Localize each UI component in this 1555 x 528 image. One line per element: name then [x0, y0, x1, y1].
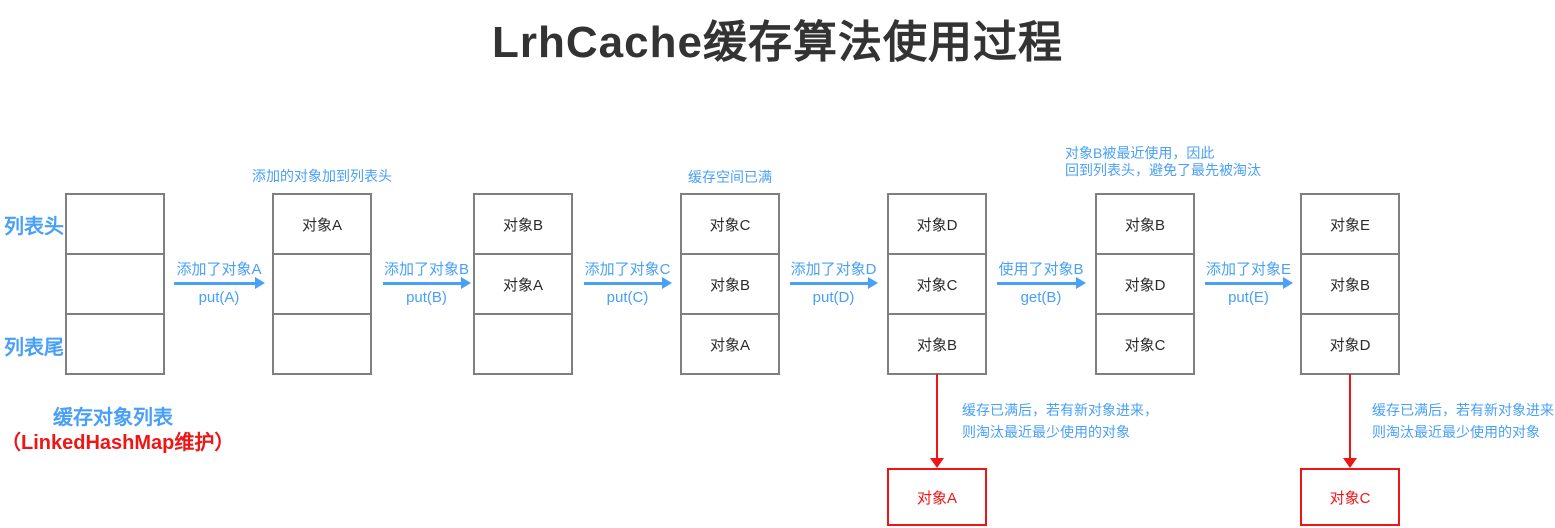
evict-arrow-2 — [1343, 374, 1357, 468]
evict-note-line1: 缓存已满后，若有新对象进来， — [1372, 402, 1555, 418]
evicted-object-label: 对象C — [1329, 489, 1371, 507]
arrow-action-label: 使用了对象B — [998, 261, 1084, 278]
arrow-method-label: put(C) — [606, 289, 649, 306]
step-arrow-put-c: 添加了对象C put(C) — [584, 261, 672, 306]
evicted-object-box-1: 对象A — [887, 468, 987, 526]
cache-cell: 对象D — [916, 216, 958, 234]
arrow-method-label: get(B) — [1020, 289, 1062, 306]
evict-note-line2: 则淘汰最近最少使用的对象 — [1372, 424, 1540, 440]
cache-cell: 对象C — [1097, 313, 1193, 373]
list-tail-label: 列表尾 — [4, 337, 64, 359]
cache-cell — [475, 313, 571, 373]
right-arrow-head-icon — [1076, 277, 1086, 289]
cache-column-3: 对象B 对象A — [473, 193, 573, 375]
arrow-action-label: 添加了对象E — [1205, 261, 1291, 278]
cache-cell: 对象A — [301, 216, 342, 234]
cache-column-5: 对象D 对象C 对象B — [887, 193, 987, 375]
evict-arrow-1 — [930, 374, 944, 468]
cache-cell: 对象B — [682, 253, 778, 313]
down-arrow-head-icon — [930, 458, 944, 468]
cache-cell: 对象C — [709, 216, 751, 234]
right-arrow-head-icon — [868, 277, 878, 289]
list-head-label: 列表头 — [4, 216, 64, 238]
step-arrow-put-b: 添加了对象B put(B) — [383, 261, 471, 306]
cache-cell — [274, 253, 370, 313]
page-title: LrhCache缓存算法使用过程 — [492, 18, 1063, 67]
step-arrow-get-b: 使用了对象B get(B) — [997, 261, 1086, 306]
right-arrow-line — [383, 277, 471, 289]
arrow-action-label: 添加了对象D — [790, 261, 877, 278]
step-arrow-put-d: 添加了对象D put(D) — [790, 261, 878, 306]
evict-note-line2: 则淘汰最近最少使用的对象 — [962, 424, 1130, 440]
right-arrow-head-icon — [255, 277, 265, 289]
cache-column-4: 对象C 对象B 对象A — [680, 193, 780, 375]
arrow-method-label: put(D) — [812, 289, 855, 306]
note-add-to-head: 添加的对象加到列表头 — [252, 168, 392, 184]
cache-cell: 对象E — [1329, 216, 1370, 234]
arrow-action-label: 添加了对象A — [176, 261, 262, 278]
cache-cell: 对象A — [682, 313, 778, 373]
arrow-method-label: put(A) — [198, 289, 240, 306]
cache-cell — [274, 313, 370, 373]
cache-cell: 对象B — [889, 313, 985, 373]
note-recent-use-line2: 回到列表头，避免了最先被淘汰 — [1065, 162, 1261, 178]
note-cache-full: 缓存空间已满 — [688, 169, 772, 185]
evict-note-1: 缓存已满后，若有新对象进来， 则淘汰最近最少使用的对象 — [962, 399, 1158, 443]
cache-cell — [67, 195, 163, 253]
right-arrow-line — [584, 277, 672, 289]
down-arrow-head-icon — [1343, 458, 1357, 468]
cache-cell: 对象A — [475, 253, 571, 313]
cache-cell: 对象B — [502, 216, 543, 234]
cache-list-subcaption: （LinkedHashMap维护） — [1, 432, 235, 454]
step-arrow-put-e: 添加了对象E put(E) — [1205, 261, 1293, 306]
cache-cell — [67, 313, 163, 373]
evict-note-2: 缓存已满后，若有新对象进来， 则淘汰最近最少使用的对象 — [1372, 399, 1555, 443]
arrow-action-label: 添加了对象B — [383, 261, 469, 278]
right-arrow-head-icon — [1283, 277, 1293, 289]
step-arrow-put-a: 添加了对象A put(A) — [174, 261, 265, 306]
arrow-action-label: 添加了对象C — [584, 261, 671, 278]
note-recent-use-line1: 对象B被最近使用，因此 — [1065, 145, 1215, 161]
evicted-object-box-2: 对象C — [1300, 468, 1400, 526]
right-arrow-head-icon — [461, 277, 471, 289]
cache-column-7: 对象E 对象B 对象D — [1300, 193, 1400, 375]
right-arrow-head-icon — [662, 277, 672, 289]
note-recent-use: 对象B被最近使用，因此 回到列表头，避免了最先被淘汰 — [1065, 145, 1261, 179]
cache-column-6: 对象B 对象D 对象C — [1095, 193, 1195, 375]
right-arrow-line — [997, 277, 1086, 289]
evicted-object-label: 对象A — [916, 489, 957, 507]
cache-cell: 对象D — [1097, 253, 1193, 313]
right-arrow-line — [790, 277, 878, 289]
cache-column-1 — [65, 193, 165, 375]
evict-note-line1: 缓存已满后，若有新对象进来， — [962, 402, 1158, 418]
cache-cell: 对象D — [1302, 313, 1398, 373]
cache-cell: 对象B — [1124, 216, 1165, 234]
right-arrow-line — [1205, 277, 1293, 289]
cache-column-2: 对象A — [272, 193, 372, 375]
cache-cell — [67, 253, 163, 313]
cache-cell: 对象C — [889, 253, 985, 313]
arrow-method-label: put(E) — [1228, 289, 1269, 306]
cache-cell: 对象B — [1302, 253, 1398, 313]
cache-list-caption: 缓存对象列表 — [53, 407, 173, 429]
right-arrow-line — [174, 277, 265, 289]
arrow-method-label: put(B) — [406, 289, 447, 306]
